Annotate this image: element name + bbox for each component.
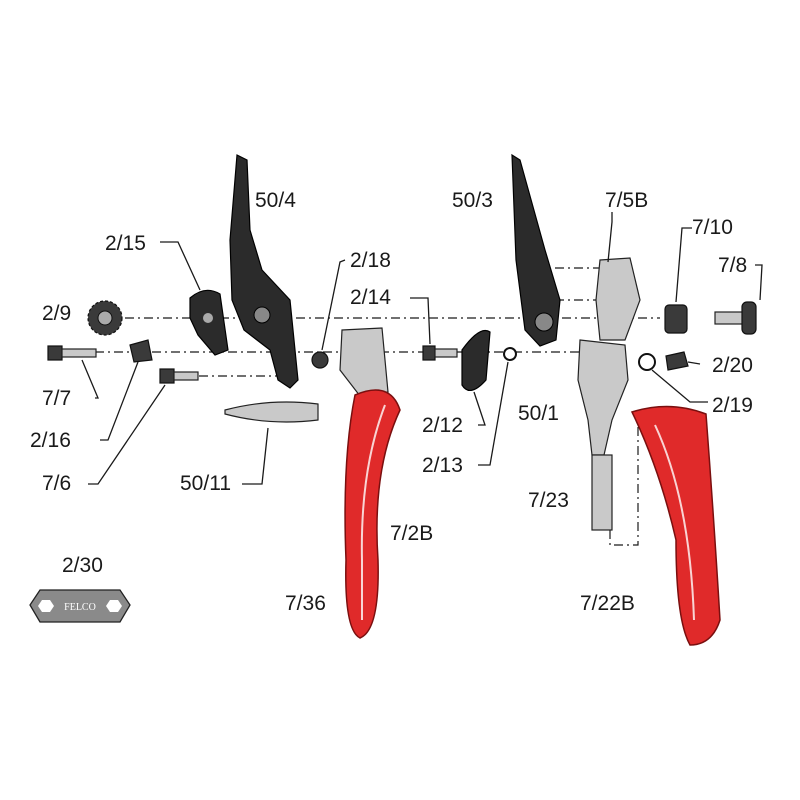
- label-2-20: 2/20: [712, 354, 753, 377]
- screw-7-6-head: [159, 368, 175, 384]
- washer-2-13: [503, 347, 517, 361]
- handle-head-7-2b: [339, 327, 389, 397]
- blade-50-4: [229, 154, 299, 389]
- grip-7-22b: [630, 405, 721, 646]
- leader-7-8: [755, 264, 763, 301]
- grip-highlight: [654, 424, 695, 621]
- label-2-9: 2/9: [42, 302, 71, 325]
- label-2-19: 2/19: [712, 394, 753, 417]
- label-7-5b: 7/5B: [605, 189, 648, 212]
- label-50-1: 50/1: [518, 402, 559, 425]
- wrench-2-30: [29, 589, 131, 623]
- leader-2-19: [651, 369, 708, 403]
- label-2-15: 2/15: [105, 232, 146, 255]
- label-7-36: 7/36: [285, 592, 326, 615]
- leader-2-13: [478, 361, 509, 466]
- leader-7-10: [675, 227, 692, 303]
- label-2-16: 2/16: [30, 429, 71, 452]
- ring-2-19: [638, 353, 656, 371]
- blade-50-3: [511, 153, 561, 347]
- screw-2-14-head: [422, 345, 436, 361]
- label-2-30: 2/30: [62, 554, 103, 577]
- leader-2-15: [160, 241, 201, 291]
- plate-2-12: [461, 329, 491, 391]
- blade-pivot-hole: [253, 306, 271, 324]
- spring-50-11: [224, 401, 319, 423]
- axis-rod: [609, 420, 639, 546]
- screw-7-6-thread: [173, 371, 199, 381]
- label-2-13: 2/13: [422, 454, 463, 477]
- washer-2-16: [129, 339, 153, 363]
- screw-7-7-head: [47, 345, 63, 361]
- label-50-4: 50/4: [255, 189, 296, 212]
- cap-2-20: [665, 351, 689, 371]
- plate-hole: [203, 313, 213, 323]
- label-7-23: 7/23: [528, 489, 569, 512]
- label-7-8: 7/8: [718, 254, 747, 277]
- screw-2-14-thread: [434, 348, 458, 358]
- label-7-7: 7/7: [42, 387, 71, 410]
- wrench-hex-left: [38, 600, 54, 612]
- bolt-7-8-thread: [714, 311, 744, 325]
- leader-2-18: [321, 259, 346, 351]
- leader-2-16: [100, 361, 139, 441]
- label-2-12: 2/12: [422, 414, 463, 437]
- label-2-18: 2/18: [350, 249, 391, 272]
- wrench-hex-right: [106, 600, 122, 612]
- label-2-14: 2/14: [350, 286, 391, 309]
- label-7-10: 7/10: [692, 216, 733, 239]
- leader-2-20: [687, 361, 701, 365]
- label-7-22b: 7/22B: [580, 592, 635, 615]
- screw-7-7-thread: [61, 348, 97, 358]
- leader-7-5b: [607, 212, 613, 263]
- handle-highlight: [360, 404, 386, 620]
- blade-hole: [534, 312, 554, 332]
- label-50-3: 50/3: [452, 189, 493, 212]
- leader-2-14: [410, 297, 431, 345]
- bushing-7-10: [664, 304, 688, 334]
- label-50-11: 50/11: [180, 472, 231, 495]
- leader-2-12: [473, 391, 486, 426]
- nut-hole: [97, 310, 113, 326]
- bolt-7-8-head: [741, 301, 757, 335]
- label-7-6: 7/6: [42, 472, 71, 495]
- rod-7-23: [591, 454, 613, 531]
- handle-50-1: [577, 339, 629, 456]
- anvil-7-5b: [595, 257, 641, 341]
- label-7-2b: 7/2B: [390, 522, 433, 545]
- leader-7-7: [81, 359, 99, 399]
- leader-7-6: [88, 384, 166, 485]
- handle-7-36: [344, 389, 401, 639]
- leader-50-11: [242, 427, 269, 485]
- felco-logo: FELCO: [64, 602, 96, 613]
- nut-2-18: [311, 351, 329, 369]
